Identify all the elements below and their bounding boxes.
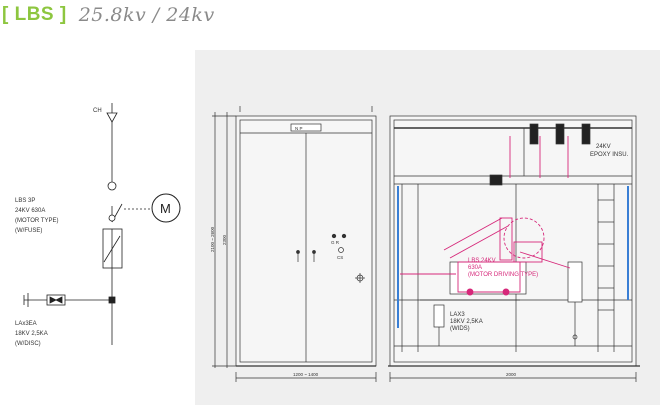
lbs-tag: [ LBS ] [2, 4, 67, 25]
header: [ LBS ] 25.8kv / 24kv [2, 2, 215, 28]
cs-label: CS [337, 255, 343, 260]
lbs-line-3: (MOTOR TYPE) [15, 218, 58, 224]
side-view [388, 115, 640, 382]
la-spec-text: LAx3EA 18KV 2,5KA (W/DISC) [15, 321, 48, 347]
side-la-line-3: (WIDS) [450, 326, 470, 332]
np-label: N P [295, 126, 303, 131]
la-line-2: 18KV 2,5KA [15, 331, 48, 337]
lbs-line-1: LBS 3P [15, 198, 35, 204]
lbs-mechanism [400, 136, 571, 296]
bus-spec-text: 24KV EPOXY INSU. [590, 144, 629, 158]
side-la-line-1: LAX3 [450, 312, 465, 318]
front-view [212, 106, 377, 382]
side-lbs-line-2: 630A [468, 265, 482, 271]
lbs-line-4: (W/FUSE) [15, 228, 42, 234]
lbs-spec-text: LBS 3P 24KV 630A (MOTOR TYPE) (W/FUSE) [15, 198, 58, 234]
ch-label: CH [93, 108, 102, 114]
gr-label: G R [331, 240, 340, 245]
single-line-diagram [23, 103, 181, 345]
bus-line-2: EPOXY INSU. [590, 152, 629, 158]
side-la-line-2: 18KV 2,5KA [450, 319, 483, 325]
la-line-3: (W/DISC) [15, 341, 41, 347]
side-lbs-line-1: LBS 24KV [468, 258, 496, 264]
side-lbs-line-3: (MOTOR DRIVING TYPE) [468, 272, 538, 278]
voltage-spec: 25.8kv / 24kv [78, 4, 215, 26]
height-inner-dim: 2300 [222, 234, 227, 245]
height-total-dim: 2100 ~ 2600 [210, 226, 215, 252]
side-rails [397, 186, 629, 328]
motor-label: M [160, 201, 171, 216]
bus-line-1: 24KV [596, 144, 611, 150]
side-width-dim: 2000 [506, 372, 517, 377]
la-line-1: LAx3EA [15, 321, 37, 327]
side-lbs-text: LBS 24KV 630A (MOTOR DRIVING TYPE) [468, 258, 538, 278]
side-la-text: LAX3 18KV 2,5KA (WIDS) [450, 312, 483, 332]
front-width-dim: 1200 ~ 1400 [293, 372, 319, 377]
lbs-line-2: 24KV 630A [15, 208, 45, 214]
